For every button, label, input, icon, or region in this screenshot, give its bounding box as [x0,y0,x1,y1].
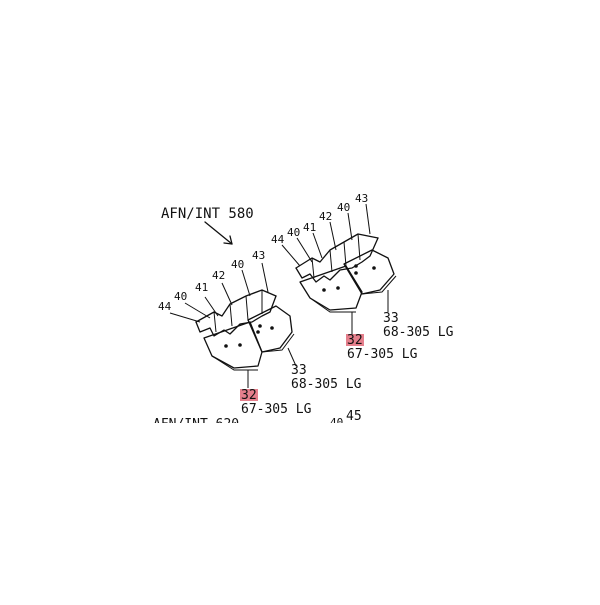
title-arrow [204,221,233,245]
title-afn-int-580: AFN/INT 580 [161,206,254,222]
right-assembly: 44 40 41 42 40 43 33 68-305 LG 32 67-305… [271,192,454,362]
left-callout-44: 44 [158,300,172,313]
right-callout-43: 43 [355,192,368,205]
left-callout-43: 43 [252,249,265,262]
left-label-32: 32 [241,388,257,403]
left-callout-40a: 40 [174,290,187,303]
right-callout-44: 44 [271,233,285,246]
right-callout-42: 42 [319,210,332,223]
left-clip-hardware [195,289,277,337]
left-pad-32 [203,321,263,371]
bottom-callout-45: 45 [346,409,362,424]
cropped-bottom-text: AFN/INT 620 40 45 [153,409,362,432]
left-leader-lines [169,262,269,323]
right-label-32: 32 [347,333,363,348]
right-label-33: 33 [383,311,399,326]
right-highlight-32 [346,334,364,346]
left-label-32-code: 67-305 LG [241,402,312,417]
title-afn-int-620-partial: AFN/INT 620 [153,417,239,432]
left-label-33: 33 [291,363,307,378]
right-leader-lines [281,203,371,267]
left-callout-41: 41 [195,281,208,294]
right-label-33-code: 68-305 LG [383,325,454,340]
right-clip-hardware [295,233,379,283]
left-label-33-code: 68-305 LG [291,377,362,392]
left-highlight-32 [240,389,258,401]
left-pad-33 [247,305,295,353]
left-assembly: 44 40 41 42 40 43 33 68-305 LG 32 67-305… [158,249,362,417]
right-callout-41: 41 [303,221,316,234]
right-pad-33 [343,249,397,295]
left-callout-42: 42 [212,269,225,282]
right-pad-32 [299,265,363,313]
bottom-callout-40: 40 [330,416,343,429]
right-label-32-code: 67-305 LG [347,347,418,362]
left-leader-33 [287,347,297,367]
right-callout-40a: 40 [287,226,300,239]
left-callout-40b: 40 [231,258,244,271]
right-callout-40b: 40 [337,201,350,214]
